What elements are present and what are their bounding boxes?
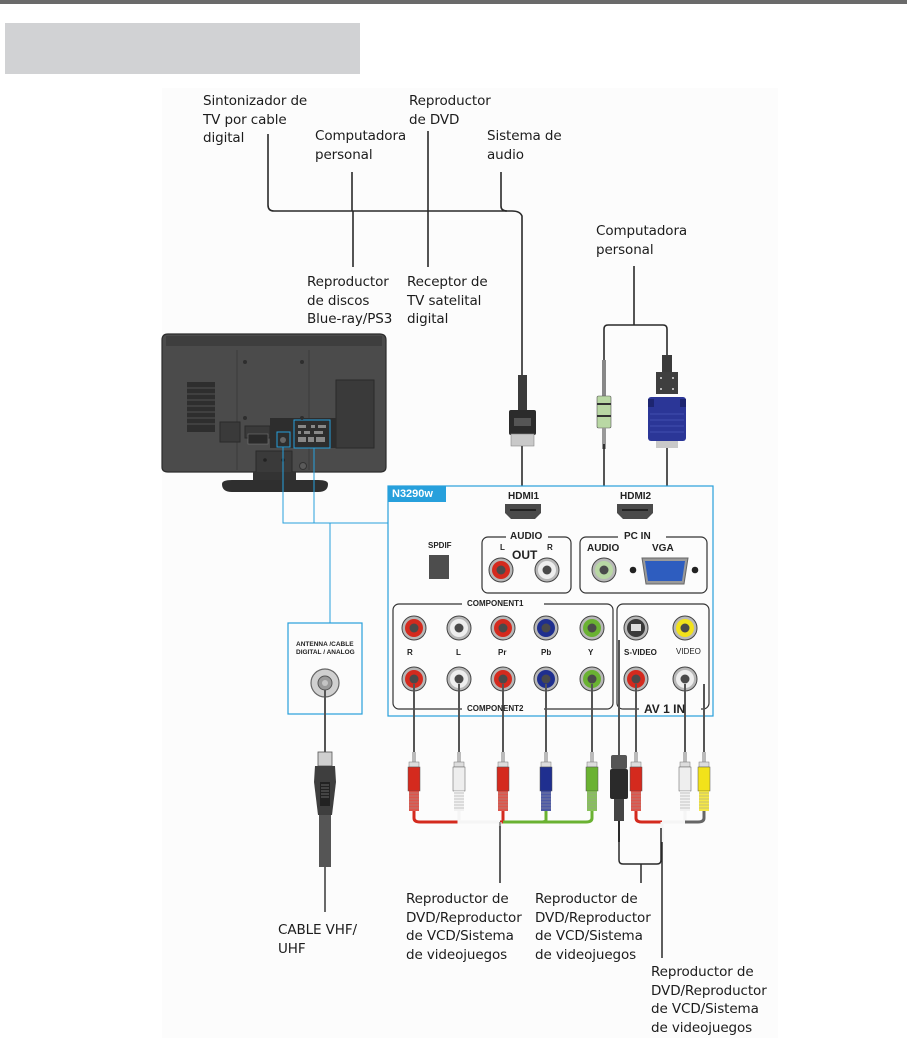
svideo-plug bbox=[610, 640, 628, 842]
audio-out-l-jack bbox=[488, 557, 514, 583]
wire-red-right bbox=[634, 811, 662, 824]
av1-in-label: AV 1 IN bbox=[644, 702, 686, 716]
component-pr-plug bbox=[496, 684, 510, 811]
component1-label: COMPONENT1 bbox=[467, 599, 524, 608]
line-audio-system bbox=[500, 172, 508, 212]
comp-y-label: Y bbox=[588, 648, 594, 657]
comp-l-label: L bbox=[456, 648, 461, 657]
av-l-plug bbox=[678, 684, 692, 811]
av-l-jack bbox=[672, 666, 698, 692]
line-cable-tuner bbox=[267, 134, 523, 375]
component-pb-plug bbox=[539, 684, 553, 811]
component1-pb-jack bbox=[533, 615, 559, 641]
comp-pb-label: Pb bbox=[541, 648, 552, 657]
rca-cables bbox=[407, 640, 711, 842]
coax-plug-icon bbox=[314, 690, 336, 912]
component1-pr-jack bbox=[490, 615, 516, 641]
hdmi2-label: HDMI2 bbox=[620, 491, 652, 502]
svideo-jack bbox=[623, 615, 649, 641]
hdmi-plug-icon bbox=[509, 375, 536, 498]
audio-out-l-label: L bbox=[500, 543, 505, 552]
wire-blue-join bbox=[503, 811, 548, 824]
component-y-plug bbox=[585, 684, 599, 811]
wire-gray-right bbox=[685, 811, 706, 824]
component2-l-jack bbox=[446, 666, 472, 692]
video-label: VIDEO bbox=[676, 647, 701, 656]
av-r-plug bbox=[629, 684, 643, 811]
pc-cable-tree bbox=[603, 266, 668, 360]
wire-white-left bbox=[457, 811, 500, 824]
comp-pr-label: Pr bbox=[498, 648, 507, 657]
component2-pb-jack bbox=[533, 666, 559, 692]
component2-r-jack bbox=[401, 666, 427, 692]
model-tag: N3290w bbox=[388, 486, 446, 502]
component-r-plug bbox=[407, 684, 421, 811]
section-header-banner bbox=[5, 23, 360, 74]
hdmi1-port bbox=[505, 504, 541, 519]
top-rule bbox=[0, 0, 907, 4]
comp-r-label: R bbox=[407, 648, 413, 657]
connector-panel bbox=[387, 485, 714, 717]
bottom-leaders bbox=[499, 826, 663, 958]
component2-y-jack bbox=[579, 666, 605, 692]
component1-r-jack bbox=[401, 615, 427, 641]
wire-red-left bbox=[412, 811, 459, 824]
pc-vga-label: VGA bbox=[652, 543, 674, 554]
hdmi-cable-tree bbox=[267, 131, 523, 375]
component1-y-jack bbox=[579, 615, 605, 641]
tv-back-illustration bbox=[161, 333, 387, 492]
audio-out-r-jack bbox=[534, 557, 560, 583]
component2-label: COMPONENT2 bbox=[467, 704, 524, 713]
hdmi1-label: HDMI1 bbox=[508, 491, 540, 502]
wire-white-right bbox=[662, 811, 687, 824]
wire-green bbox=[503, 811, 594, 824]
component2-pr-jack bbox=[490, 666, 516, 692]
callout-leaders bbox=[282, 447, 388, 623]
pc-audio-jack bbox=[591, 557, 617, 583]
audio-out-r-label: R bbox=[547, 543, 553, 552]
label-cable-vhf: CABLE VHF/UHF bbox=[278, 922, 357, 957]
av-video-plug bbox=[697, 684, 711, 811]
video-jack bbox=[672, 615, 698, 641]
wire-red-mid bbox=[500, 811, 505, 824]
spdif-port bbox=[429, 555, 449, 579]
pc-audio-label: AUDIO bbox=[587, 543, 620, 554]
spdif-label: SPDIF bbox=[428, 541, 452, 550]
audio-out-label: OUT bbox=[512, 548, 538, 562]
component-l-plug bbox=[452, 684, 466, 811]
audio-out-group-label: AUDIO bbox=[510, 531, 543, 542]
pc-in-group-label: PC IN bbox=[624, 531, 651, 542]
hdmi2-port bbox=[617, 504, 653, 519]
component1-l-jack bbox=[446, 615, 472, 641]
svideo-label: S-VIDEO bbox=[624, 648, 657, 657]
